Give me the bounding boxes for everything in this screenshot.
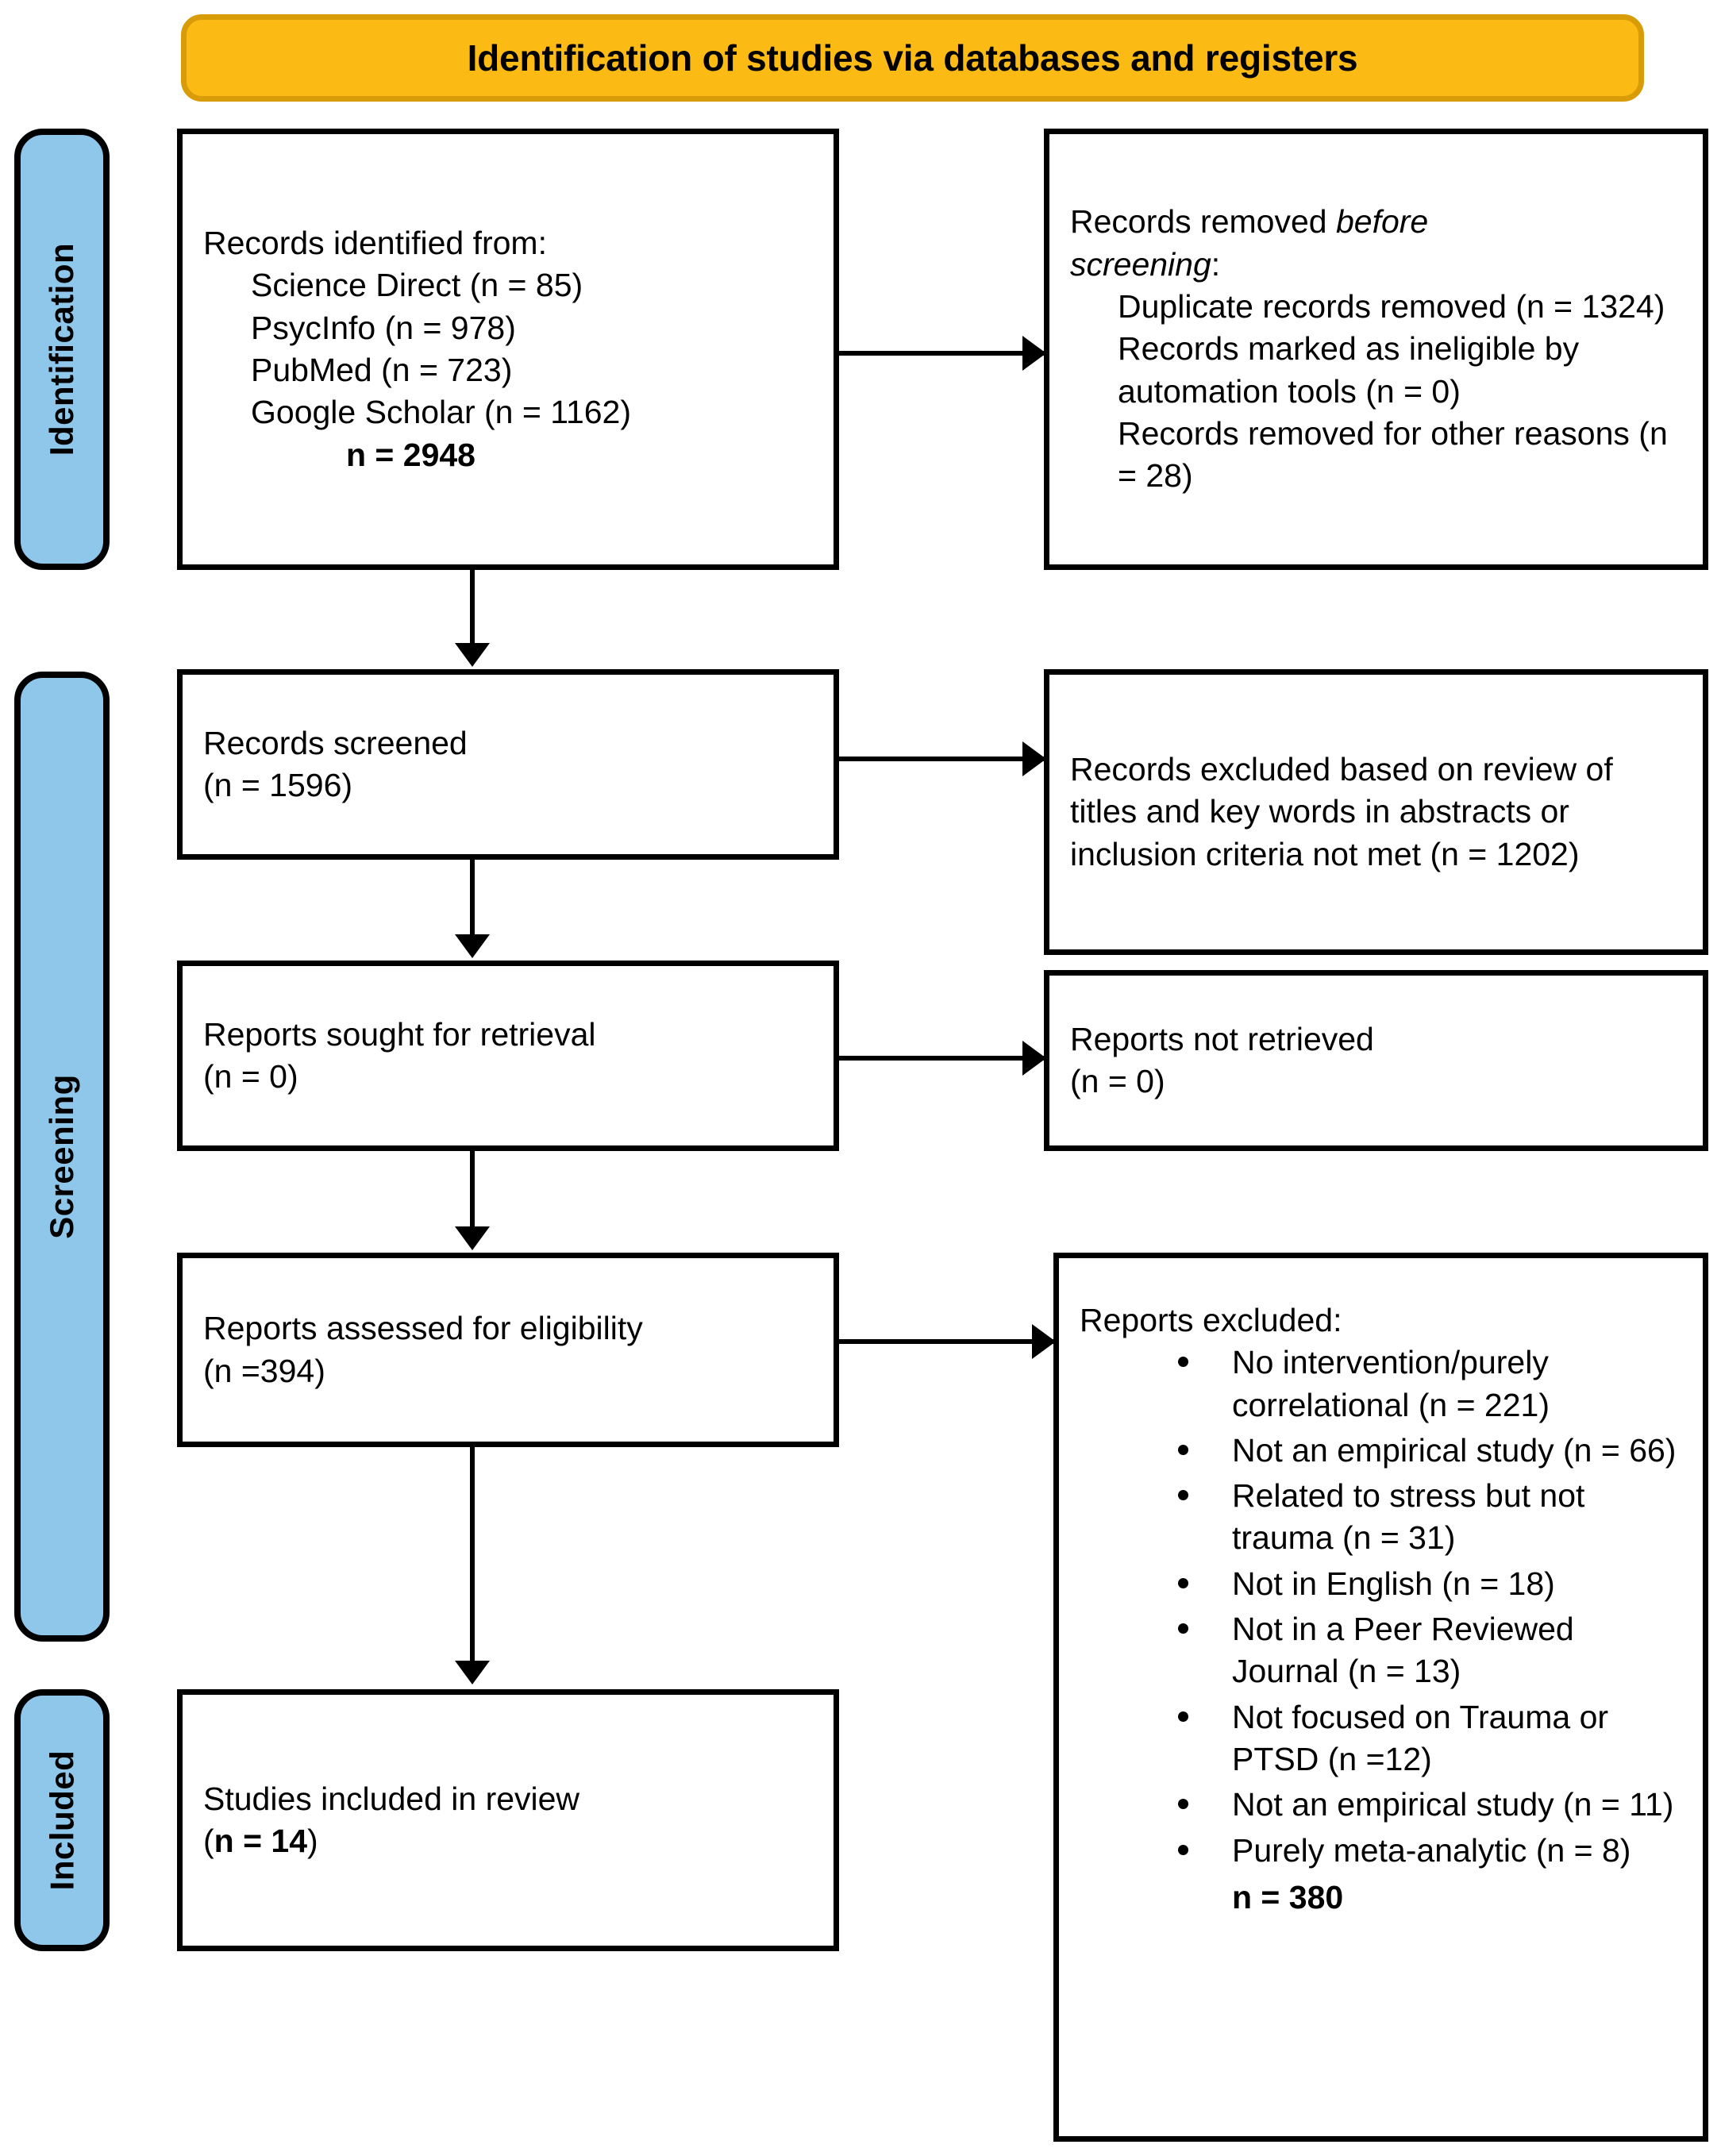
diagram-header-banner: Identification of studies via databases … bbox=[181, 14, 1644, 102]
box-records-identified: Records identified from: Science Direct … bbox=[177, 129, 839, 570]
box-reports-sought-for-retrieval: Reports sought for retrieval (n = 0) bbox=[177, 961, 839, 1151]
records-removed-heading-em2: screening bbox=[1070, 245, 1211, 283]
records-identified-source: PsycInfo (n = 978) bbox=[251, 309, 516, 346]
reports-excluded-reason-text: Not focused on Trauma or PTSD (n =12) bbox=[1232, 1698, 1609, 1777]
connector-assessed-to-included bbox=[470, 1447, 475, 1665]
records-removed-heading: Records removed before bbox=[1070, 201, 1682, 243]
connector-identified-to-screened bbox=[470, 570, 475, 648]
records-identified-heading: Records identified from: bbox=[203, 225, 547, 262]
reports-excluded-reason: No intervention/purely correlational (n … bbox=[1173, 1342, 1682, 1426]
reports-excluded-reason: Not an empirical study (n = 11) bbox=[1173, 1784, 1682, 1826]
reports-assessed-label: Reports assessed for eligibility bbox=[203, 1310, 643, 1347]
reports-excluded-reason-text: Not an empirical study (n = 66) bbox=[1232, 1431, 1677, 1469]
bullet-dot-icon bbox=[1178, 1711, 1188, 1722]
bullet-dot-icon bbox=[1178, 1490, 1188, 1501]
arrowhead-screened-to-sought bbox=[455, 934, 490, 958]
records-identified-total: n = 2948 bbox=[346, 436, 475, 473]
box-studies-included-in-review: Studies included in review (n = 14) bbox=[177, 1689, 839, 1951]
arrowhead-sought-to-assessed bbox=[455, 1226, 490, 1250]
connector-assessed-to-excluded bbox=[839, 1339, 1053, 1344]
stage-label-identification: Identification bbox=[43, 242, 80, 456]
reports-not-retrieved-label: Reports not retrieved bbox=[1070, 1020, 1374, 1057]
arrowhead-sought-to-not-retrieved bbox=[1022, 1041, 1046, 1076]
records-identified-source: PubMed (n = 723) bbox=[251, 352, 513, 388]
reports-excluded-reason-text: Not in English (n = 18) bbox=[1232, 1565, 1555, 1602]
arrowhead-assessed-to-included bbox=[455, 1661, 490, 1684]
studies-included-label: Studies included in review bbox=[203, 1780, 580, 1817]
reports-excluded-heading: Reports excluded: bbox=[1080, 1302, 1342, 1338]
records-identified-source: Science Direct (n = 85) bbox=[251, 267, 583, 304]
stage-pill-screening: Screening bbox=[14, 672, 110, 1642]
connector-sought-to-not-retrieved bbox=[839, 1056, 1044, 1061]
reports-excluded-reason: Not in English (n = 18) bbox=[1173, 1563, 1682, 1605]
records-removed-heading-line2: screening: bbox=[1070, 244, 1682, 286]
records-screened-count: (n = 1596) bbox=[203, 767, 353, 803]
records-removed-item: Records removed for other reasons (n = 2… bbox=[1118, 414, 1668, 495]
records-removed-heading-em1: before bbox=[1335, 203, 1429, 241]
bullet-dot-icon bbox=[1178, 1444, 1188, 1455]
reports-excluded-total: n = 380 bbox=[1232, 1878, 1344, 1915]
banner-title: Identification of studies via databases … bbox=[467, 37, 1358, 79]
bullet-dot-icon bbox=[1178, 1577, 1188, 1588]
reports-sought-label: Reports sought for retrieval bbox=[203, 1015, 596, 1053]
records-excluded-text: Records excluded based on review of titl… bbox=[1070, 751, 1623, 872]
reports-excluded-reason: Not in a Peer Reviewed Journal (n = 13) bbox=[1173, 1608, 1682, 1693]
records-screened-label: Records screened bbox=[203, 724, 468, 761]
stage-label-included: Included bbox=[43, 1750, 80, 1891]
arrowhead-assessed-to-excluded bbox=[1032, 1324, 1056, 1359]
reports-sought-count: (n = 0) bbox=[203, 1058, 298, 1095]
studies-included-count-value: n = 14 bbox=[214, 1823, 308, 1859]
box-records-removed-before-screening: Records removed before screening: Duplic… bbox=[1044, 129, 1708, 570]
connector-screened-to-excluded bbox=[839, 757, 1044, 761]
reports-assessed-count: (n =394) bbox=[203, 1352, 325, 1389]
stage-pill-included: Included bbox=[14, 1689, 110, 1951]
records-removed-heading-text: Records removed bbox=[1070, 203, 1336, 241]
studies-included-paren-close: ) bbox=[307, 1823, 318, 1859]
connector-identified-to-removed bbox=[839, 351, 1044, 356]
studies-included-count: (n = 14) bbox=[203, 1820, 813, 1862]
reports-excluded-reason-list: No intervention/purely correlational (n … bbox=[1080, 1342, 1682, 1872]
stage-label-screening: Screening bbox=[43, 1074, 81, 1239]
reports-not-retrieved-count: (n = 0) bbox=[1070, 1063, 1165, 1099]
arrowhead-identified-to-removed bbox=[1022, 336, 1046, 371]
reports-excluded-reason: Not an empirical study (n = 66) bbox=[1173, 1430, 1682, 1472]
connector-sought-to-assessed bbox=[470, 1151, 475, 1230]
reports-excluded-reason: Purely meta-analytic (n = 8) bbox=[1173, 1830, 1682, 1872]
bullet-dot-icon bbox=[1178, 1844, 1188, 1855]
reports-excluded-reason-text: Not in a Peer Reviewed Journal (n = 13) bbox=[1232, 1611, 1574, 1690]
reports-excluded-reason-text: Related to stress but not trauma (n = 31… bbox=[1232, 1477, 1585, 1557]
reports-excluded-reason-text: Not an empirical study (n = 11) bbox=[1232, 1786, 1674, 1823]
bullet-dot-icon bbox=[1178, 1623, 1188, 1634]
reports-excluded-reason: Related to stress but not trauma (n = 31… bbox=[1173, 1475, 1682, 1560]
box-reports-not-retrieved: Reports not retrieved (n = 0) bbox=[1044, 970, 1708, 1151]
arrowhead-identified-to-screened bbox=[455, 643, 490, 667]
box-records-screened: Records screened (n = 1596) bbox=[177, 669, 839, 860]
reports-excluded-reason-text: Purely meta-analytic (n = 8) bbox=[1232, 1831, 1631, 1869]
box-records-excluded: Records excluded based on review of titl… bbox=[1044, 669, 1708, 955]
records-removed-item: Records marked as ineligible by automati… bbox=[1118, 330, 1580, 410]
arrowhead-screened-to-excluded bbox=[1022, 741, 1046, 776]
reports-excluded-reason-text: No intervention/purely correlational (n … bbox=[1232, 1344, 1550, 1423]
stage-pill-identification: Identification bbox=[14, 129, 110, 570]
connector-screened-to-sought bbox=[470, 860, 475, 939]
bullet-dot-icon bbox=[1178, 1799, 1188, 1810]
records-identified-source: Google Scholar (n = 1162) bbox=[251, 394, 632, 431]
bullet-dot-icon bbox=[1178, 1357, 1188, 1368]
records-removed-item: Duplicate records removed (n = 1324) bbox=[1118, 288, 1665, 325]
reports-excluded-reason: Not focused on Trauma or PTSD (n =12) bbox=[1173, 1696, 1682, 1781]
records-removed-heading-colon: : bbox=[1211, 245, 1221, 283]
box-reports-excluded: Reports excluded: No intervention/purely… bbox=[1053, 1253, 1708, 2142]
studies-included-paren-open: ( bbox=[203, 1823, 214, 1859]
box-reports-assessed-for-eligibility: Reports assessed for eligibility (n =394… bbox=[177, 1253, 839, 1447]
